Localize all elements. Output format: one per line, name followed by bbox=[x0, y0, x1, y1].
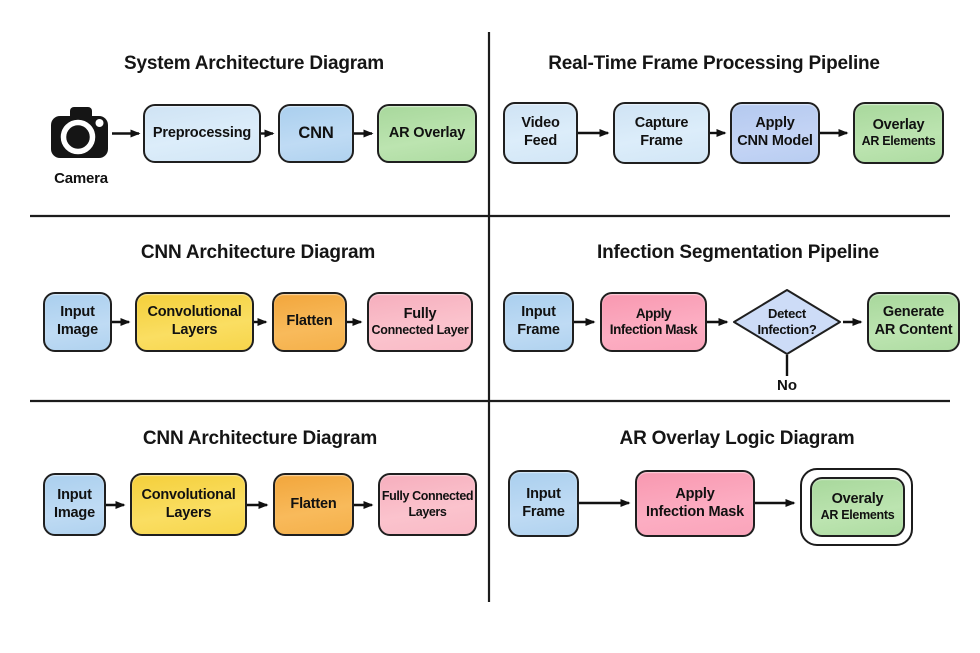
node-cnn: CNN bbox=[278, 104, 354, 163]
node-input-image: Input Image bbox=[43, 292, 112, 352]
node-line2: AR Elements bbox=[861, 134, 936, 149]
node-flatten-2: Flatten bbox=[273, 473, 354, 536]
node-line2: Connected Layer bbox=[371, 323, 469, 338]
node-overlay-ar-elements: Overlay AR Elements bbox=[853, 102, 944, 164]
node-capture-frame: Capture Frame bbox=[613, 102, 710, 164]
node-apply-infection-mask-2: Apply Infection Mask bbox=[635, 470, 755, 537]
panel-title-cnn-architecture-2: CNN Architecture Diagram bbox=[142, 428, 378, 449]
decision-label-detect-infection: Detect Infection? bbox=[757, 306, 817, 337]
node-input-frame: Input Frame bbox=[503, 292, 574, 352]
node-fully-connected-layer: Fully Connected Layer bbox=[367, 292, 473, 352]
node-line1: Fully bbox=[403, 305, 437, 322]
camera-icon bbox=[51, 107, 108, 158]
node-flatten: Flatten bbox=[272, 292, 347, 352]
node-convolutional-layers-2: Convolutional Layers bbox=[130, 473, 247, 536]
node-overaly-ar-elements: Overaly AR Elements bbox=[810, 477, 905, 537]
no-branch-label: No bbox=[777, 377, 797, 394]
panel-title-system-architecture: System Architecture Diagram bbox=[124, 53, 384, 74]
panel-title-ar-overlay-logic: AR Overlay Logic Diagram bbox=[619, 428, 855, 449]
node-fully-connected-layers: Fully Connected Layers bbox=[378, 473, 477, 536]
node-input-frame-2: Input Frame bbox=[508, 470, 579, 537]
camera-caption: Camera bbox=[54, 170, 108, 187]
panel-title-infection-segmentation: Infection Segmentation Pipeline bbox=[596, 242, 879, 263]
node-preprocessing: Preprocessing bbox=[143, 104, 261, 163]
node-video-feed: Video Feed bbox=[503, 102, 578, 164]
panel-title-realtime-pipeline: Real-Time Frame Processing Pipeline bbox=[548, 53, 880, 74]
node-generate-ar-content: Generate AR Content bbox=[867, 292, 960, 352]
node-input-image-2: Input Image bbox=[43, 473, 106, 536]
panel-title-cnn-architecture-1: CNN Architecture Diagram bbox=[140, 242, 376, 263]
node-convolutional-layers: Convolutional Layers bbox=[135, 292, 254, 352]
node-line1: Overaly bbox=[831, 490, 884, 507]
node-line1: Overlay bbox=[872, 116, 925, 133]
node-apply-cnn-model: Apply CNN Model bbox=[730, 102, 820, 164]
node-apply-infection-mask: Apply Infection Mask bbox=[600, 292, 707, 352]
node-line2: AR Elements bbox=[820, 508, 895, 523]
node-ar-overlay: AR Overlay bbox=[377, 104, 477, 163]
